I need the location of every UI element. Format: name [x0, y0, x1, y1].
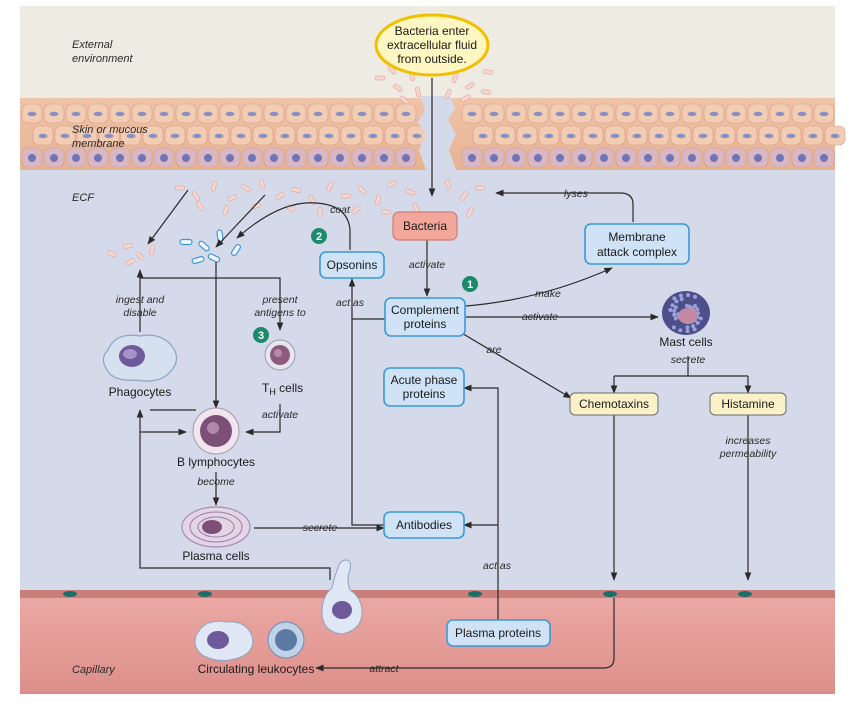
- verb-activate-complement: activate: [409, 259, 445, 271]
- zone-skin-line2: membrane: [72, 138, 125, 150]
- box-opsonins: Opsonins: [319, 251, 385, 279]
- verb-act-as-plasma: act as: [483, 560, 512, 572]
- zone-capillary: Capillary: [72, 664, 116, 676]
- box-acute-line1: Acute phase: [391, 373, 458, 387]
- verb-secrete-antibodies: secrete: [303, 522, 338, 534]
- mast-cells-label: Mast cells: [659, 335, 712, 349]
- svg-text:1: 1: [467, 279, 473, 291]
- leukocytes-label: Circulating leukocytes: [198, 662, 315, 676]
- zone-external-line1: External: [72, 39, 113, 51]
- leukocyte-2: [267, 621, 305, 659]
- verb-present-line1: present: [261, 294, 298, 306]
- leukocyte-migrating: [321, 559, 363, 635]
- verb-ingest-line2: disable: [123, 307, 156, 319]
- box-bacteria: Bacteria: [392, 211, 458, 241]
- box-acute: Acute phase proteins: [383, 367, 465, 407]
- step-3-marker: 3: [253, 327, 269, 343]
- verb-secrete-mast: secrete: [671, 354, 706, 366]
- step-1-marker: 1: [462, 276, 478, 292]
- bacteria-enter-line3: from outside.: [397, 52, 466, 66]
- bacteria-outside: [374, 65, 494, 105]
- box-histamine-label: Histamine: [721, 397, 775, 411]
- phagocyte-cell: [102, 334, 178, 382]
- verb-activate-b: activate: [262, 409, 298, 421]
- verb-lyses: lyses: [564, 188, 589, 200]
- box-chemotaxins-label: Chemotaxins: [579, 397, 649, 411]
- box-antibodies-label: Antibodies: [396, 518, 452, 532]
- skin-breach: [418, 96, 456, 170]
- capillary-wall: [20, 590, 835, 598]
- box-complement-line2: proteins: [404, 317, 447, 331]
- leukocyte-1: [194, 620, 254, 662]
- th-cells-label: TH cells: [262, 381, 303, 397]
- step-2-marker: 2: [311, 228, 327, 244]
- verb-ingest-line1: ingest and: [116, 294, 166, 306]
- verb-present-line2: antigens to: [254, 307, 306, 319]
- box-plasma-proteins-label: Plasma proteins: [455, 626, 541, 640]
- b-lymphocytes-label: B lymphocytes: [177, 455, 255, 469]
- box-opsonins-label: Opsonins: [327, 258, 378, 272]
- verb-become: become: [197, 476, 235, 488]
- bacteria-enter-line1: Bacteria enter: [395, 24, 470, 38]
- box-antibodies: Antibodies: [383, 511, 465, 539]
- verb-increases-line1: increases: [726, 435, 772, 447]
- box-mac-line2: attack complex: [597, 245, 677, 259]
- b-lymphocyte-cell: [192, 407, 240, 455]
- zone-ecf: ECF: [72, 192, 95, 204]
- arrows: [136, 78, 752, 672]
- svg-text:3: 3: [258, 330, 264, 342]
- verb-are: are: [486, 344, 501, 356]
- verb-act-as-opsonins: act as: [336, 297, 365, 309]
- box-complement-line1: Complement: [391, 303, 460, 317]
- zone-skin-line1: Skin or mucous: [72, 124, 148, 136]
- verb-increases-line2: permeability: [719, 448, 777, 460]
- verb-coat: coat: [330, 204, 351, 216]
- plasma-cells-label: Plasma cells: [182, 549, 249, 563]
- box-complement: Complement proteins: [384, 297, 466, 337]
- box-acute-line2: proteins: [403, 387, 446, 401]
- box-bacteria-label: Bacteria: [403, 219, 447, 233]
- th-cell: [264, 339, 296, 371]
- box-histamine: Histamine: [709, 392, 787, 416]
- svg-text:2: 2: [316, 231, 322, 243]
- verb-make: make: [535, 288, 561, 300]
- phagocytes-label: Phagocytes: [109, 385, 172, 399]
- box-chemotaxins: Chemotaxins: [569, 392, 659, 416]
- box-mac-line1: Membrane: [608, 230, 666, 244]
- skin-cells: [21, 103, 846, 168]
- capillary-zone: [20, 590, 835, 694]
- bacteria-inside: [106, 178, 486, 266]
- verb-attract: attract: [369, 663, 399, 675]
- box-mac: Membrane attack complex: [584, 223, 690, 265]
- bacteria-enter-oval: [374, 13, 490, 77]
- verb-activate-mast: activate: [522, 311, 558, 323]
- mast-cell: [662, 291, 710, 335]
- bacteria-enter-line2: extracellular fluid: [387, 38, 477, 52]
- plasma-cell: [181, 506, 251, 548]
- zone-external-line2: environment: [72, 53, 133, 65]
- box-plasma-proteins: Plasma proteins: [446, 619, 551, 647]
